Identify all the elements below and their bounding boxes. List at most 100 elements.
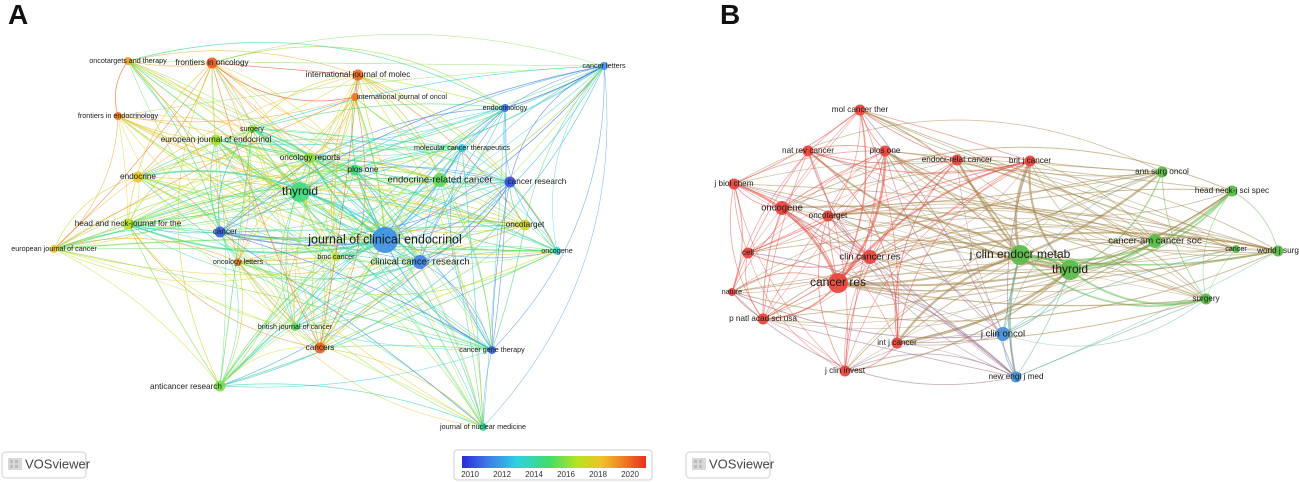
node-endocrine xyxy=(132,171,144,183)
network-edge xyxy=(827,150,886,217)
network-edge xyxy=(357,74,511,183)
network-edge xyxy=(482,65,608,428)
network-edge xyxy=(294,261,421,328)
network-edge xyxy=(53,128,253,250)
network-edge xyxy=(53,115,119,250)
network-edge xyxy=(837,269,1071,287)
node-label-surgery: surgery xyxy=(240,124,264,133)
node-label-ol: oncology letters xyxy=(213,257,264,266)
node-label-fio: frontiers in oncology xyxy=(175,58,249,67)
node-label-plos: plos one xyxy=(348,165,379,174)
network-edge xyxy=(482,107,506,428)
node-label-oat: oncotargets and therapy xyxy=(89,56,167,65)
node-plos xyxy=(879,145,891,157)
network-edge xyxy=(733,183,846,372)
vosviewer-badge-a: VOSviewer xyxy=(1,451,91,479)
network-edge xyxy=(482,349,493,428)
node-label-hns: head neck-j sci spec xyxy=(1195,186,1269,195)
network-edge xyxy=(762,150,809,320)
network-edge xyxy=(215,107,506,146)
network-edge xyxy=(309,74,359,159)
network-edge xyxy=(237,261,493,351)
network-edge xyxy=(127,62,213,225)
network-edge xyxy=(884,150,1237,252)
network-edge xyxy=(733,119,1163,185)
network-edge xyxy=(251,65,605,130)
node-oncotarget xyxy=(822,210,834,222)
node-wjs xyxy=(1272,245,1284,257)
panel-a-nodes xyxy=(50,57,608,431)
network-edge xyxy=(219,224,526,387)
node-label-jce: journal of clinical endocrinol xyxy=(307,232,462,246)
node-label-oncogene: oncogene xyxy=(541,246,573,255)
network-edge xyxy=(1019,250,1279,266)
panel-letter-b: B xyxy=(720,0,740,30)
node-label-jco: j clin oncol xyxy=(980,329,1025,340)
network-edge xyxy=(319,347,484,428)
vosviewer-badge-label: VOSviewer xyxy=(25,456,91,471)
node-label-thyroid: thyroid xyxy=(282,184,318,198)
network-edge xyxy=(53,181,511,250)
node-label-surgery: surgery xyxy=(1192,294,1220,303)
network-edge xyxy=(384,239,558,259)
network-edge xyxy=(219,147,463,387)
network-edge xyxy=(384,107,506,241)
node-bjc xyxy=(291,323,299,331)
network-edge xyxy=(299,191,493,351)
network-edge xyxy=(733,161,1237,250)
network-edge xyxy=(781,207,1237,293)
network-edge xyxy=(309,157,558,252)
year-tick-label: 2010 xyxy=(461,470,479,479)
network-edge xyxy=(219,65,605,233)
panel-b-nodes xyxy=(728,104,1284,383)
network-edge xyxy=(251,128,421,263)
year-tick-label: 2012 xyxy=(493,470,511,479)
network-edge xyxy=(53,248,337,283)
network-edge xyxy=(762,150,886,320)
network-edge xyxy=(53,191,301,250)
node-surgery xyxy=(1200,293,1212,305)
network-edge xyxy=(211,62,356,102)
network-edge xyxy=(319,345,493,351)
network-edge xyxy=(53,96,356,250)
network-edge xyxy=(137,176,493,351)
node-eje xyxy=(210,134,222,146)
network-edge xyxy=(215,139,463,157)
network-edge xyxy=(117,96,356,123)
network-edge xyxy=(53,224,526,276)
node-plos xyxy=(349,164,361,176)
network-edge xyxy=(827,160,1031,217)
network-edge xyxy=(419,181,511,263)
network-edge xyxy=(747,109,861,254)
network-edge xyxy=(1015,298,1207,378)
node-label-jcem: j clin endocr metab xyxy=(969,247,1071,261)
node-asu xyxy=(1156,166,1168,178)
network-edge xyxy=(127,223,421,281)
node-cell xyxy=(742,247,754,259)
panel-letter-a: A xyxy=(8,0,28,30)
node-oncogene xyxy=(553,247,561,255)
network-edge xyxy=(844,160,1031,372)
network-edge xyxy=(127,60,301,193)
network-edge xyxy=(491,181,511,351)
network-edge xyxy=(219,65,605,387)
network-edge xyxy=(745,252,764,320)
network-edge xyxy=(211,62,526,226)
panel-b-edges xyxy=(729,109,1279,386)
node-label-jbc: j biol chem xyxy=(713,179,753,188)
network-edge xyxy=(1015,269,1071,378)
network-edge xyxy=(335,256,493,351)
network-edge xyxy=(357,74,484,428)
network-edge xyxy=(127,223,296,328)
network-edge xyxy=(1002,248,1237,335)
node-cl xyxy=(600,62,608,70)
network-edge xyxy=(896,160,1031,344)
network-edge xyxy=(237,256,337,263)
network-edge xyxy=(219,256,337,387)
network-edge xyxy=(844,171,1163,372)
vosviewer-badge-label: VOSviewer xyxy=(709,456,775,471)
network-edge xyxy=(896,268,1071,345)
network-edge xyxy=(731,109,861,293)
network-edge xyxy=(731,256,871,293)
network-edge xyxy=(215,139,356,171)
